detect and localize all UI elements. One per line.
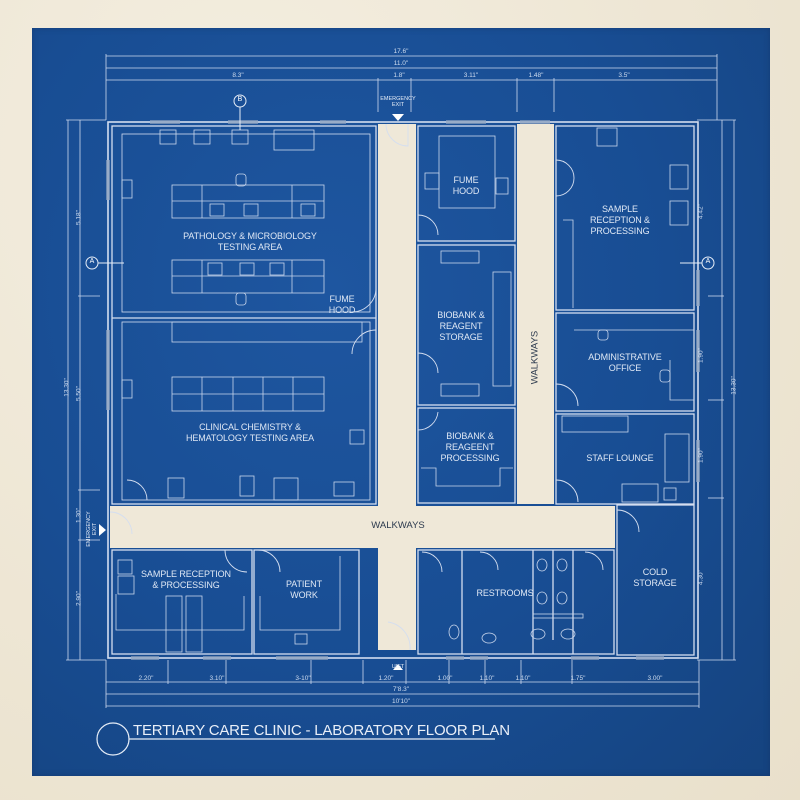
door-swings <box>109 123 640 651</box>
bottom-dimension-lines <box>105 660 700 708</box>
room-fume-hood-left: FUME HOOD <box>328 294 356 315</box>
walkway-vertical-label: WALKWAYS <box>529 330 541 385</box>
room-pathology-microbiology: PATHOLOGY & MICROBIOLOGY TESTING AREA <box>183 231 317 252</box>
room-biobank-storage: BIOBANK & REAGENT STORAGE <box>437 310 485 342</box>
dim-right-seg-2: 1.90" <box>697 348 705 363</box>
dim-right-seg-4: 4.30" <box>697 570 705 585</box>
walkways <box>110 124 615 650</box>
dim-top-seg-5: 3.5" <box>618 72 630 79</box>
room-restrooms: RESTROOMS <box>476 588 534 598</box>
section-b-top-label: B <box>237 96 243 103</box>
dim-top-seg-4: 1.48" <box>528 72 544 79</box>
dim-right-overall: 13.30" <box>730 376 738 395</box>
dim-top-seg-2: 1.8" <box>393 72 405 79</box>
left-dimension-lines <box>66 119 106 661</box>
dim-top-overall-1: 17.6" <box>393 48 409 55</box>
room-cold-storage: COLD STORAGE <box>633 567 677 588</box>
dim-left-overall: 13.30" <box>63 378 71 397</box>
dim-right-seg-1: 4.42" <box>697 204 705 219</box>
dim-bottom-seg-5: 1.00" <box>437 675 453 682</box>
room-fume-hood-center: FUME HOOD <box>452 175 480 196</box>
walkway-horizontal-label: WALKWAYS <box>371 520 425 531</box>
room-administrative-office: ADMINISTRATIVE OFFICE <box>588 352 662 373</box>
windows <box>106 120 700 660</box>
room-sample-reception-right: SAMPLE RECEPTION & PROCESSING <box>590 204 650 236</box>
dim-bottom-seg-1: 2.20" <box>138 675 154 682</box>
dim-bottom-overall-2: 10'10" <box>391 698 410 705</box>
exit-top-label: EMERGENCY EXIT <box>380 96 416 108</box>
section-a-right-label: A <box>705 258 711 265</box>
dim-bottom-seg-7: 1.10" <box>515 675 531 682</box>
dim-bottom-seg-2: 3.10" <box>209 675 225 682</box>
dim-bottom-seg-9: 3.00" <box>647 675 663 682</box>
section-a-left-label: A <box>89 258 95 265</box>
lab-benches <box>115 127 695 653</box>
dim-bottom-seg-3: 3-10" <box>295 675 311 682</box>
dim-right-seg-3: 1.90" <box>697 448 705 463</box>
room-biobank-processing: BIOBANK & REAGEENT PROCESSING <box>440 431 500 463</box>
plan-title: TERTIARY CARE CLINIC - LABORATORY FLOOR … <box>133 722 510 739</box>
dim-bottom-seg-4: 1.20" <box>378 675 394 682</box>
exit-left-label: EMERGENCY EXIT <box>86 511 98 547</box>
title-circle <box>96 722 130 756</box>
dim-top-seg-1: 8.3" <box>232 72 244 79</box>
dim-left-seg-1: 5.18" <box>75 210 83 225</box>
dim-left-seg-4: 2.90" <box>75 591 83 606</box>
dim-top-seg-3: 3.11" <box>463 72 479 79</box>
room-staff-lounge: STAFF LOUNGE <box>586 453 654 463</box>
right-dimension-lines <box>697 119 736 661</box>
room-clinical-chemistry: CLINICAL CHEMISTRY & HEMATOLOGY TESTING … <box>185 422 315 443</box>
exit-arrows <box>99 114 404 670</box>
dim-bottom-seg-8: 1.75" <box>570 675 586 682</box>
dim-left-seg-2: 5.50" <box>75 386 83 401</box>
room-sample-reception-bottom: SAMPLE RECEPTION & PROCESSING <box>141 569 231 590</box>
dim-bottom-overall-1: 7'8.3" <box>392 686 410 693</box>
exit-bottom-label: UIST <box>391 664 405 670</box>
dim-bottom-seg-6: 1.10" <box>479 675 495 682</box>
room-patient-work: PATIENT WORK <box>286 579 322 600</box>
dim-top-overall-2: 11.0" <box>393 60 409 67</box>
dim-left-seg-3: 1.30" <box>75 508 83 523</box>
top-dimension-lines <box>105 54 718 120</box>
